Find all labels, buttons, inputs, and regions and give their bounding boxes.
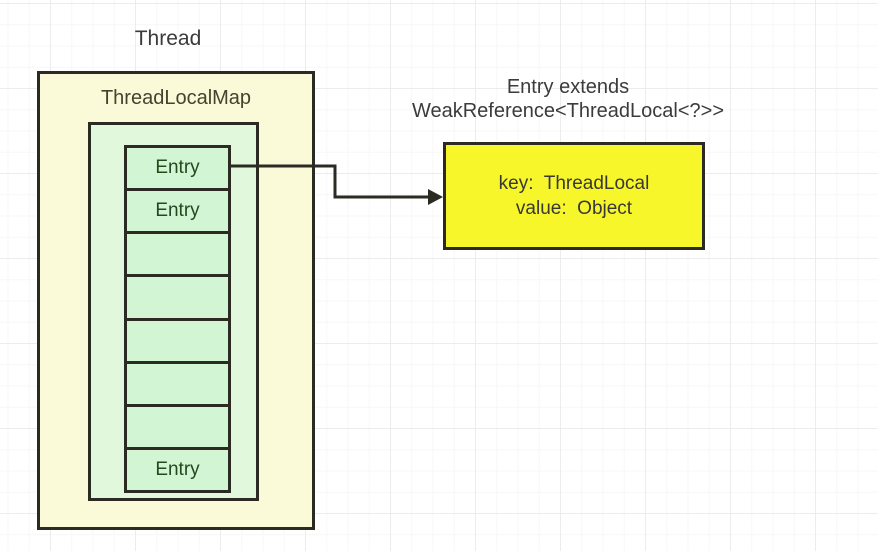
arrowhead-icon <box>428 189 443 205</box>
caption-line-1: Entry extends <box>506 76 630 98</box>
caption-line-2: WeakReference<ThreadLocal<?>> <box>411 100 725 122</box>
entry-cell <box>127 234 228 278</box>
entry-cell: Entry <box>155 458 200 480</box>
entry-cell <box>127 277 228 321</box>
entry-detail-box: key: ThreadLocal value: Object <box>443 142 705 250</box>
entry-cell: Entry <box>127 148 228 192</box>
entry-cell <box>127 364 228 407</box>
entry-caption: Entry extends WeakReference<ThreadLocal<… <box>398 75 738 123</box>
entry-stack: Entry Entry Entry <box>124 145 231 493</box>
thread-label: Thread <box>134 27 202 50</box>
threadlocalmap-title: ThreadLocalMap <box>100 87 252 109</box>
entry-cell <box>127 321 228 364</box>
entry-cell: Entry <box>127 191 228 235</box>
entry-cell <box>127 407 228 450</box>
key-line: key: ThreadLocal <box>498 173 650 194</box>
value-line: value: Object <box>515 198 633 219</box>
